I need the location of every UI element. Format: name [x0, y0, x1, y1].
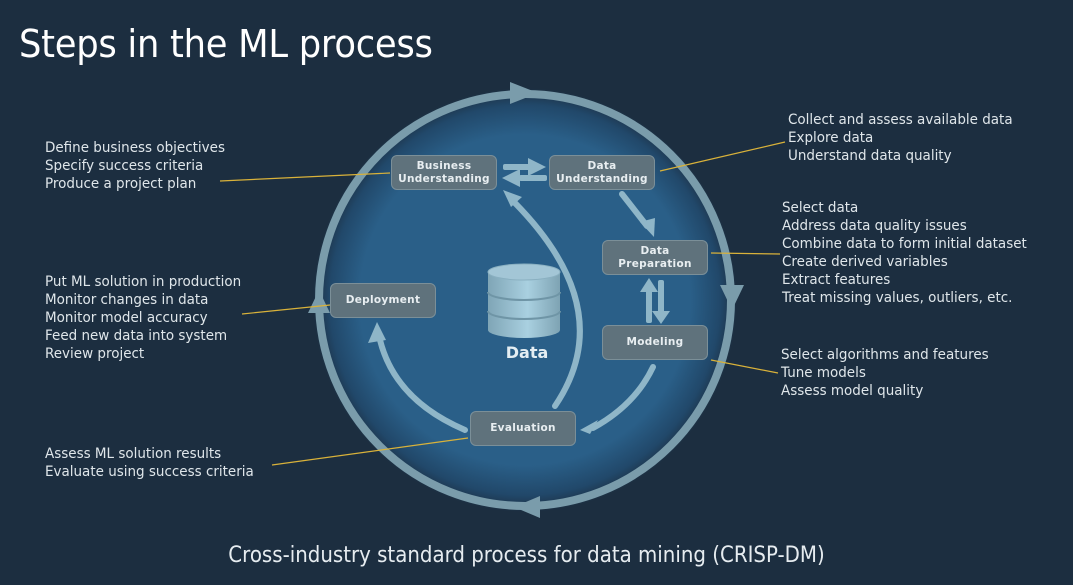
arrowhead-data-preparation-icon: [640, 218, 655, 237]
note-item: Monitor model accuracy: [45, 310, 208, 326]
notes-data-understanding: Collect and assess available data Explor…: [788, 111, 1029, 165]
arrowhead-deployment-icon: [368, 322, 386, 343]
note-item: Treat missing values, outliers, etc.: [782, 290, 1013, 306]
notes-evaluation: Assess ML solution results Evaluate usin…: [45, 445, 270, 481]
note-item: Understand data quality: [788, 148, 952, 164]
note-item: Extract features: [782, 272, 891, 288]
phase-label-line2: Preparation: [618, 257, 692, 270]
note-item: Assess ML solution results: [45, 446, 222, 462]
notes-modeling: Select algorithms and features Tune mode…: [781, 346, 1004, 400]
ring-arrow-top-icon: [510, 82, 538, 104]
leader-line-evaluation: [271, 437, 469, 466]
phase-label: Evaluation: [490, 422, 556, 434]
notes-data-preparation: Select data Address data quality issues …: [782, 199, 1045, 307]
arrow-evaluation-to-deployment: [377, 337, 468, 433]
slide-caption: Cross-industry standard process for data…: [228, 543, 825, 568]
notes-deployment: Put ML solution in production Monitor ch…: [45, 273, 256, 363]
leader-line-deployment: [241, 304, 331, 315]
note-item: Address data quality issues: [782, 218, 967, 234]
note-item: Tune models: [781, 365, 866, 381]
arrow-data-understanding-to-business: [502, 169, 547, 187]
leader-line-data-understanding: [659, 141, 786, 172]
leader-line-modeling: [710, 359, 779, 374]
note-item: Specify success criteria: [45, 158, 204, 174]
note-item: Produce a project plan: [45, 176, 197, 192]
phase-label: Modeling: [626, 336, 684, 348]
phase-deployment[interactable]: Deployment: [330, 283, 436, 318]
note-item: Feed new data into system: [45, 328, 228, 344]
arrow-modeling-to-evaluation: [590, 364, 656, 431]
note-item: Combine data to form initial dataset: [782, 236, 1027, 252]
phase-modeling[interactable]: Modeling: [602, 325, 708, 360]
leader-line-business: [219, 172, 391, 182]
phase-label-line1: Data: [640, 244, 670, 257]
arrow-data-preparation-to-modeling: [652, 280, 670, 324]
leader-line-data-preparation: [710, 252, 781, 255]
note-item: Select algorithms and features: [781, 347, 989, 363]
arrow-modeling-to-data-preparation: [640, 278, 658, 323]
note-item: Monitor changes in data: [45, 292, 209, 308]
note-item: Collect and assess available data: [788, 112, 1013, 128]
phase-evaluation[interactable]: Evaluation: [470, 411, 576, 446]
note-item: Review project: [45, 346, 145, 362]
database-icon: [487, 263, 561, 338]
ring-arrow-right-icon: [720, 285, 744, 310]
note-item: Evaluate using success criteria: [45, 464, 254, 480]
phase-label-line2: Understanding: [398, 172, 490, 185]
arrow-business-to-data-understanding: [503, 158, 546, 176]
note-item: Assess model quality: [781, 383, 924, 399]
phase-label-line1: Data: [587, 159, 617, 172]
arrow-evaluation-to-business: [512, 200, 583, 409]
note-item: Select data: [782, 200, 859, 216]
note-item: Create derived variables: [782, 254, 948, 270]
phase-label-line2: Understanding: [556, 172, 648, 185]
note-item: Define business objectives: [45, 140, 225, 156]
note-item: Put ML solution in production: [45, 274, 242, 290]
arrowhead-evaluation-icon: [580, 420, 598, 434]
notes-business-understanding: Define business objectives Specify succe…: [45, 139, 239, 193]
data-label: Data: [505, 343, 549, 362]
phase-label-line1: Business: [416, 159, 472, 172]
note-item: Explore data: [788, 130, 874, 146]
phase-label: Deployment: [345, 294, 421, 306]
arrowhead-business-icon: [503, 190, 522, 207]
ring-arrow-bottom-icon: [514, 496, 540, 518]
slide-title: Steps in the ML process: [19, 22, 433, 66]
